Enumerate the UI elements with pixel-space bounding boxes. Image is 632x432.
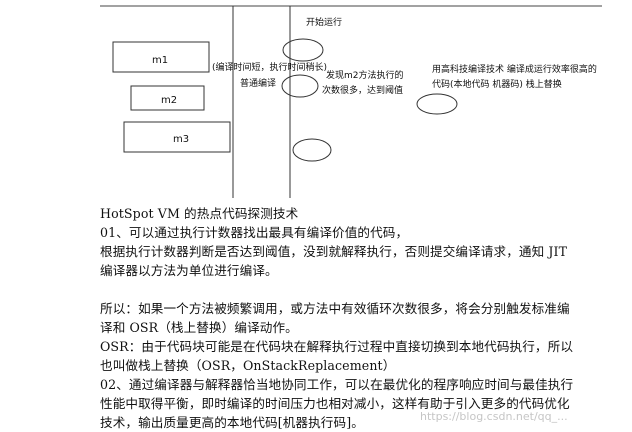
hot-method-ellipse: [281, 74, 319, 98]
node-m3-box: [123, 121, 231, 153]
hot-note-line1: 发现m2方法执行的: [326, 69, 404, 81]
watermark: https://blog.csdn.net/qq_...: [420, 410, 568, 423]
paragraph-gap: [100, 280, 632, 299]
article-p2-line1: 所以：如果一个方法被频繁调用，或方法中有效循环次数很多，将会分别触发标准编: [100, 301, 570, 316]
jit-ellipse: [416, 93, 458, 115]
article-p4-line2: 性能中取得平衡，即时编译的时间压力也相对减小，这样有助于引入更多的代码优化: [100, 396, 570, 411]
node-m2-label: m2: [161, 95, 177, 106]
article-p2-line2: 译和 OSR（栈上替换）编译动作。: [100, 320, 298, 335]
compiled-ellipse: [292, 138, 332, 162]
node-m3-label: m3: [173, 134, 189, 145]
hot-note-line2: 次数很多，达到阈值: [322, 84, 403, 96]
article-p3-line1: OSR：由于代码块可能是在代码块在解释执行过程中直接切换到本地代码执行，所以: [100, 339, 574, 354]
interpret-ellipse: [282, 38, 324, 62]
article-p1-line2: 根据执行计数器判断是否达到阈值，没到就解释执行，否则提交编译请求，通知 JIT: [100, 244, 568, 259]
node-m2-box: [130, 85, 205, 111]
jit-note-line2: 代码(本地代码 机器码) 栈上替换: [432, 78, 562, 90]
node-m1-label: m1: [152, 55, 168, 66]
interpret-note-line2: 普通编译: [240, 77, 276, 89]
jit-note-line1: 用高科技编译技术 编译成运行效率很高的: [432, 63, 597, 75]
start-label: 开始运行: [306, 16, 342, 28]
article-body: HotSpot VM 的热点代码探测技术 01、可以通过执行计数器找出最具有编译…: [100, 204, 632, 432]
article-p1-line3: 编译器以方法为单位进行编译。: [100, 263, 278, 278]
article-title: HotSpot VM 的热点代码探测技术: [100, 206, 299, 221]
interpret-note-line1: (编译时间短，执行时间稍长): [212, 61, 327, 73]
article-p4-line3: 技术，输出质量更高的本地代码[机器执行码]。: [100, 415, 364, 430]
article-p4-line1: 02、通过编译器与解释器恰当地协同工作，可以在最优化的程序响应时间与最佳执行: [100, 377, 574, 392]
jit-flow-sketch: 开始运行 m1 (编译时间短，执行时间稍长) 普通编译 m2 发现m2方法执行的…: [100, 5, 602, 198]
article-p1-line1: 01、可以通过执行计数器找出最具有编译价值的代码，: [100, 225, 409, 240]
article-p3-line2: 也叫做栈上替换（OSR，OnStackReplacement）: [100, 358, 396, 373]
node-m1-box: [112, 41, 210, 73]
